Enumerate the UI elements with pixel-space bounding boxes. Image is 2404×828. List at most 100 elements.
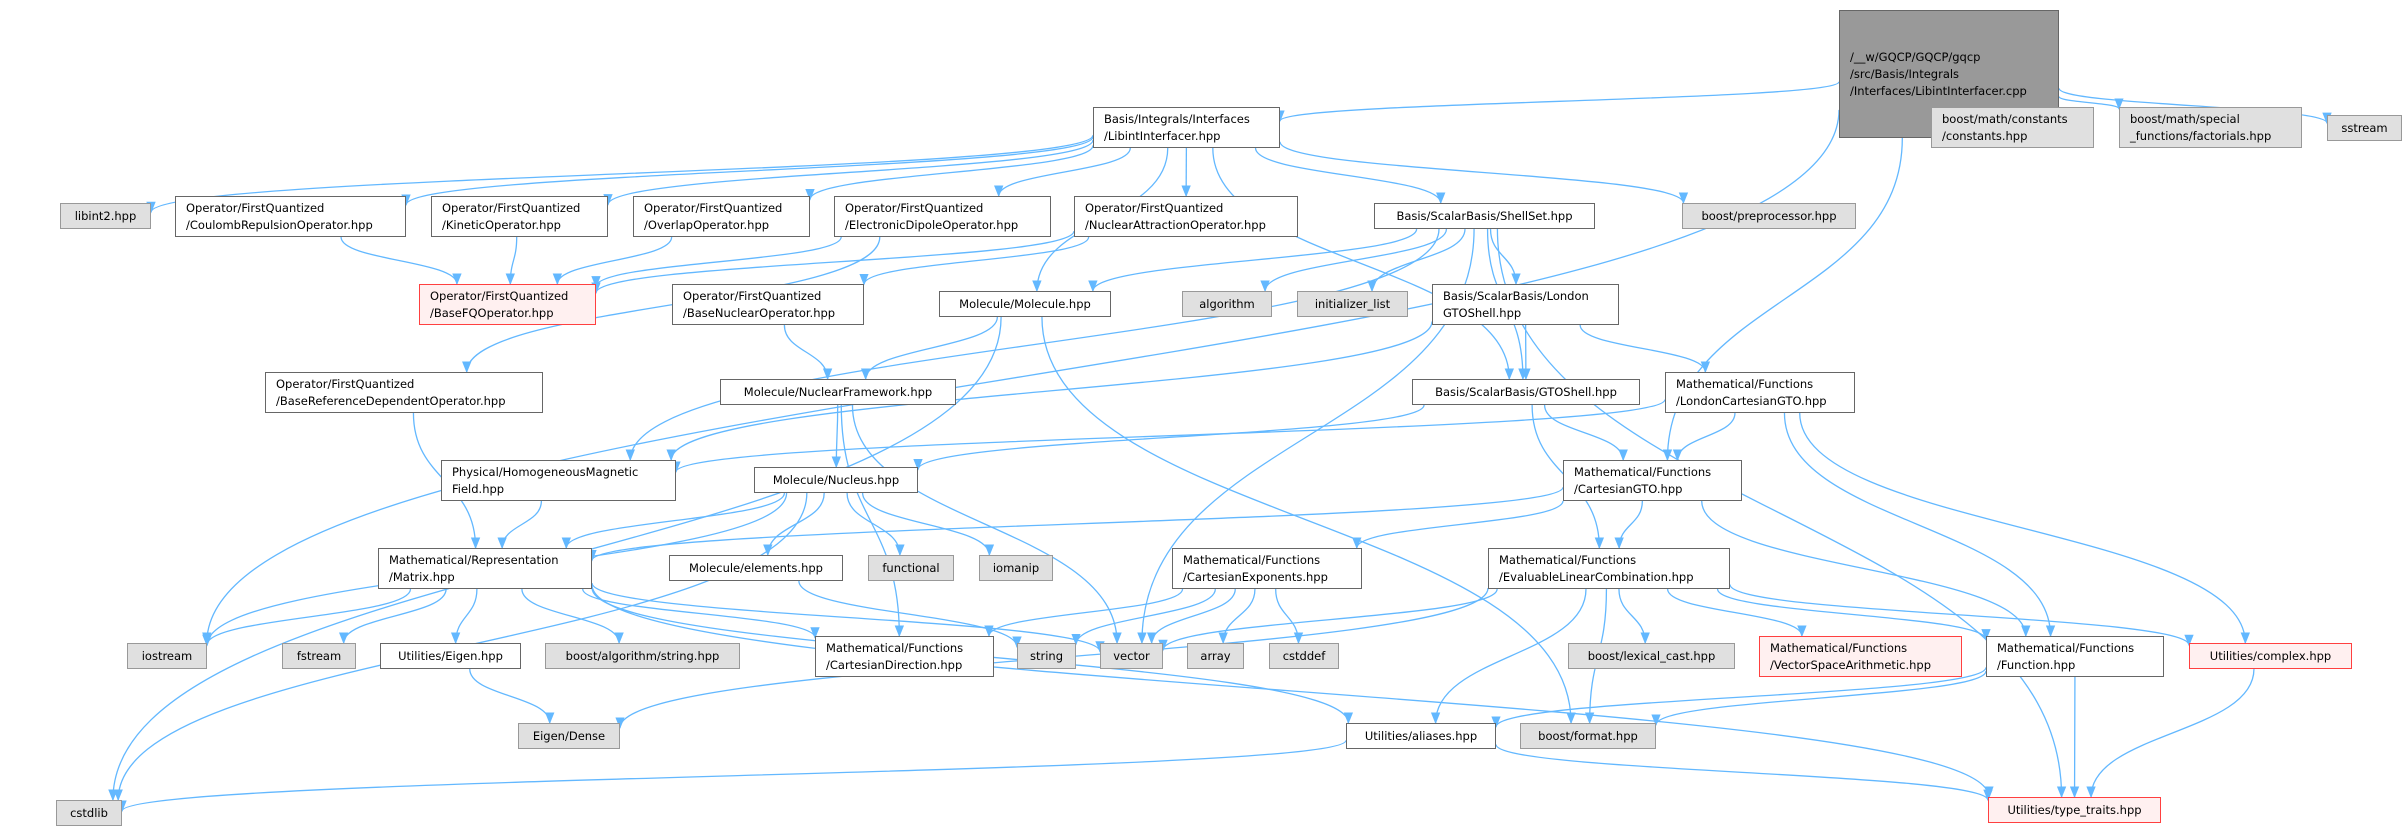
node-bconst[interactable]: boost/math/constants /constants.hpp: [1931, 107, 2094, 148]
edge-overlap-to-basefq: [552, 236, 673, 286]
node-label: Mathematical/Representation /Matrix.hpp: [389, 552, 559, 584]
edge-shellset-to-initlist: [1367, 228, 1466, 293]
node-cstdlib[interactable]: cstdlib: [56, 800, 122, 826]
node-coulomb[interactable]: Operator/FirstQuantized /CoulombRepulsio…: [175, 196, 406, 237]
edge-londoncart-to-hmf: [671, 398, 1666, 474]
node-label: Molecule/Nucleus.hpp: [772, 472, 900, 487]
edge-function-to-aliases: [1491, 667, 1987, 729]
node-label: Utilities/Eigen.hpp: [398, 648, 503, 663]
edge-nucattr-to-basenuc: [859, 236, 1090, 286]
node-label: Eigen/Dense: [532, 728, 606, 743]
node-label: Operator/FirstQuantized /CoulombRepulsio…: [186, 200, 373, 232]
node-overlap[interactable]: Operator/FirstQuantized /OverlapOperator…: [633, 196, 810, 237]
node-balgstr[interactable]: boost/algorithm/string.hpp: [545, 643, 740, 669]
node-label: Operator/FirstQuantized /BaseReferenceDe…: [276, 376, 506, 408]
node-iostream[interactable]: iostream: [127, 643, 207, 669]
edge-londongto-to-hmf: [666, 321, 1433, 462]
node-fstream[interactable]: fstream: [282, 643, 356, 669]
node-label: Mathematical/Functions /LondonCartesianG…: [1676, 376, 1827, 408]
node-label: iomanip: [992, 560, 1040, 575]
node-algorithm[interactable]: algorithm: [1182, 291, 1272, 317]
edge-matrix-to-iostream: [202, 588, 412, 647]
edge-gtoshell-to-nucleus: [913, 404, 1425, 471]
node-vector[interactable]: vector: [1100, 643, 1163, 669]
edge-aliases-to-typetraits: [1495, 744, 1993, 802]
edge-shellset-to-typetraits: [1496, 228, 2067, 799]
node-elc[interactable]: Mathematical/Functions /EvaluableLinearC…: [1488, 548, 1730, 589]
edge-function-to-bformat: [1651, 670, 1987, 727]
node-string[interactable]: string: [1017, 643, 1076, 669]
node-basenuc[interactable]: Operator/FirstQuantized /BaseNuclearOper…: [672, 284, 864, 325]
node-cartdir[interactable]: Mathematical/Functions /CartesianDirecti…: [815, 636, 994, 677]
node-label: boost/algorithm/string.hpp: [565, 648, 720, 663]
node-initlist[interactable]: initializer_list: [1297, 291, 1408, 317]
node-nucleus[interactable]: Molecule/Nucleus.hpp: [754, 467, 918, 493]
edge-cartexp-to-string: [1071, 588, 1216, 646]
edge-elc-to-complex: [1729, 584, 2194, 647]
edge-root-to-sstream: [2058, 87, 2332, 125]
node-label: Mathematical/Functions /VectorSpaceArith…: [1770, 640, 1931, 672]
node-label: Basis/ScalarBasis/GTOShell.hpp: [1435, 384, 1617, 399]
node-vsa[interactable]: Mathematical/Functions /VectorSpaceArith…: [1759, 636, 1962, 677]
node-array[interactable]: array: [1187, 643, 1244, 669]
node-bformat[interactable]: boost/format.hpp: [1520, 723, 1656, 749]
node-label: array: [1200, 648, 1231, 663]
edge-basenuc-to-nucframe: [783, 324, 833, 381]
edge-libhpp-to-bprep: [1279, 141, 1688, 205]
edge-londoncart-to-cartgto: [1672, 412, 1736, 462]
node-label: libint2.hpp: [74, 208, 137, 223]
node-basefq[interactable]: Operator/FirstQuantized /BaseFQOperator.…: [419, 284, 596, 325]
node-edipole[interactable]: Operator/FirstQuantized /ElectronicDipol…: [834, 196, 1051, 237]
node-label: cstddef: [1282, 648, 1326, 663]
node-kinetic[interactable]: Operator/FirstQuantized /KineticOperator…: [431, 196, 608, 237]
node-iomanip[interactable]: iomanip: [979, 555, 1053, 581]
node-label: Operator/FirstQuantized /NuclearAttracti…: [1085, 200, 1266, 232]
edge-nucleus-to-functional: [846, 492, 905, 557]
node-elements[interactable]: Molecule/elements.hpp: [669, 555, 843, 581]
node-sstream[interactable]: sstream: [2327, 115, 2402, 141]
edge-londoncart-to-complex: [1799, 412, 2250, 645]
node-baserefdep[interactable]: Operator/FirstQuantized /BaseReferenceDe…: [265, 372, 543, 413]
node-cartexp[interactable]: Mathematical/Functions /CartesianExponen…: [1172, 548, 1362, 589]
node-eigendense[interactable]: Eigen/Dense: [518, 723, 620, 749]
node-label: Basis/ScalarBasis/ShellSet.hpp: [1396, 208, 1573, 223]
node-label: Basis/Integrals/Interfaces /LibintInterf…: [1104, 111, 1250, 143]
node-londoncart[interactable]: Mathematical/Functions /LondonCartesianG…: [1665, 372, 1855, 413]
node-typetraits[interactable]: Utilities/type_traits.hpp: [1988, 797, 2161, 823]
node-label: Molecule/NuclearFramework.hpp: [743, 384, 933, 399]
node-molecule[interactable]: Molecule/Molecule.hpp: [939, 291, 1111, 317]
edge-libhpp-to-overlap: [805, 145, 1094, 201]
node-londongto[interactable]: Basis/ScalarBasis/London GTOShell.hpp: [1432, 284, 1619, 325]
node-blexcast[interactable]: boost/lexical_cast.hpp: [1568, 643, 1735, 669]
node-cartgto[interactable]: Mathematical/Functions /CartesianGTO.hpp: [1563, 460, 1742, 501]
edge-shellset-to-algorithm: [1260, 228, 1448, 293]
node-matrix[interactable]: Mathematical/Representation /Matrix.hpp: [378, 548, 592, 589]
edge-ueigen-to-eigendense: [469, 668, 555, 725]
node-gtoshell[interactable]: Basis/ScalarBasis/GTOShell.hpp: [1412, 379, 1640, 405]
node-aliases[interactable]: Utilities/aliases.hpp: [1346, 723, 1496, 749]
node-label: functional: [882, 560, 940, 575]
node-label: Utilities/type_traits.hpp: [2007, 802, 2142, 817]
node-nucframe[interactable]: Molecule/NuclearFramework.hpp: [720, 379, 956, 405]
node-label: boost/preprocessor.hpp: [1701, 208, 1837, 223]
node-cstddef[interactable]: cstddef: [1269, 643, 1339, 669]
node-nucattr[interactable]: Operator/FirstQuantized /NuclearAttracti…: [1074, 196, 1298, 237]
edge-shellset-to-londongto: [1489, 228, 1521, 286]
edge-elements-to-string: [798, 580, 1022, 649]
edge-libhpp-to-shellset: [1254, 147, 1446, 205]
edge-hmf-to-matrix: [497, 500, 543, 550]
node-libint2[interactable]: libint2.hpp: [60, 203, 151, 229]
node-bfact[interactable]: boost/math/special _functions/factorials…: [2119, 107, 2302, 148]
node-shellset[interactable]: Basis/ScalarBasis/ShellSet.hpp: [1374, 203, 1595, 229]
edge-cartgto-to-matrix: [587, 486, 1564, 562]
edge-kinetic-to-basefq: [505, 236, 518, 286]
node-complex[interactable]: Utilities/complex.hpp: [2189, 643, 2352, 669]
node-libhpp[interactable]: Basis/Integrals/Interfaces /LibintInterf…: [1093, 107, 1280, 148]
node-function[interactable]: Mathematical/Functions /Function.hpp: [1986, 636, 2164, 677]
node-bprep[interactable]: boost/preprocessor.hpp: [1682, 203, 1856, 229]
edge-matrix-to-ueigen: [450, 588, 478, 645]
node-label: initializer_list: [1314, 296, 1391, 311]
node-ueigen[interactable]: Utilities/Eigen.hpp: [380, 643, 521, 669]
node-hmf[interactable]: Physical/HomogeneousMagnetic Field.hpp: [441, 460, 676, 501]
node-functional[interactable]: functional: [868, 555, 954, 581]
